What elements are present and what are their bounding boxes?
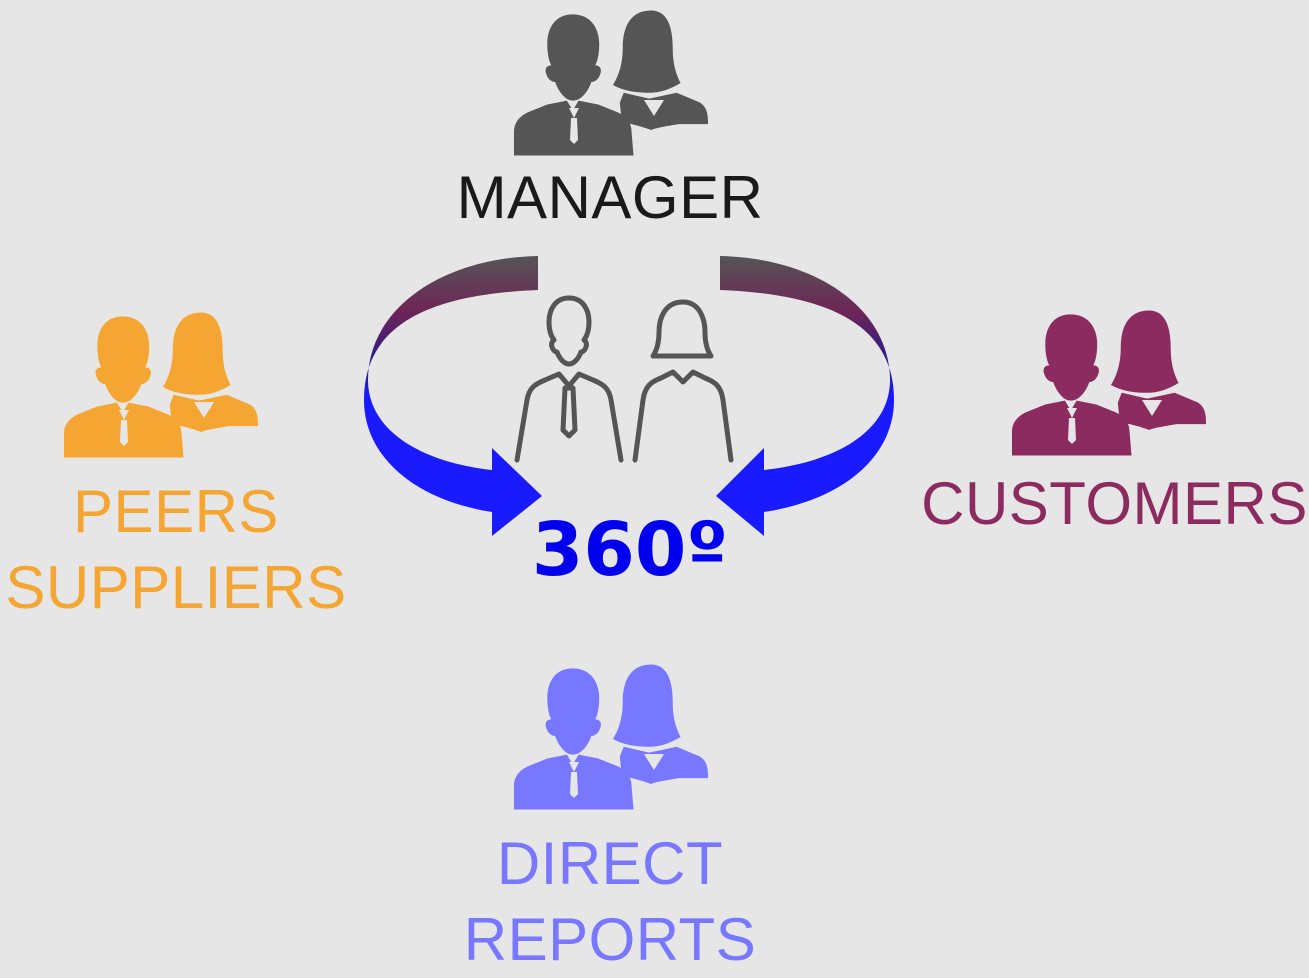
direct-reports-label: DIRECT REPORTS	[430, 826, 790, 978]
customers-label: CUSTOMERS	[921, 470, 1308, 537]
peers-label-line: PEERS	[73, 478, 279, 545]
direct-label-line: DIRECT	[496, 830, 724, 897]
person-outline-pair-icon	[514, 295, 734, 463]
manager-label: MANAGER	[456, 164, 764, 231]
peers-people-icon	[62, 310, 258, 458]
customers-people-icon	[1010, 308, 1206, 456]
peers-suppliers-label: PEERS SUPPLIERS	[0, 474, 352, 626]
degree-label: 360º	[531, 507, 729, 593]
reports-label-line: REPORTS	[463, 906, 757, 973]
circular-arrows-icon	[364, 256, 894, 536]
suppliers-label-line: SUPPLIERS	[5, 554, 347, 621]
left-arrow-band	[364, 256, 542, 536]
direct-reports-people-icon	[512, 662, 708, 810]
right-arrow-band	[716, 256, 894, 536]
manager-people-icon	[512, 8, 708, 156]
